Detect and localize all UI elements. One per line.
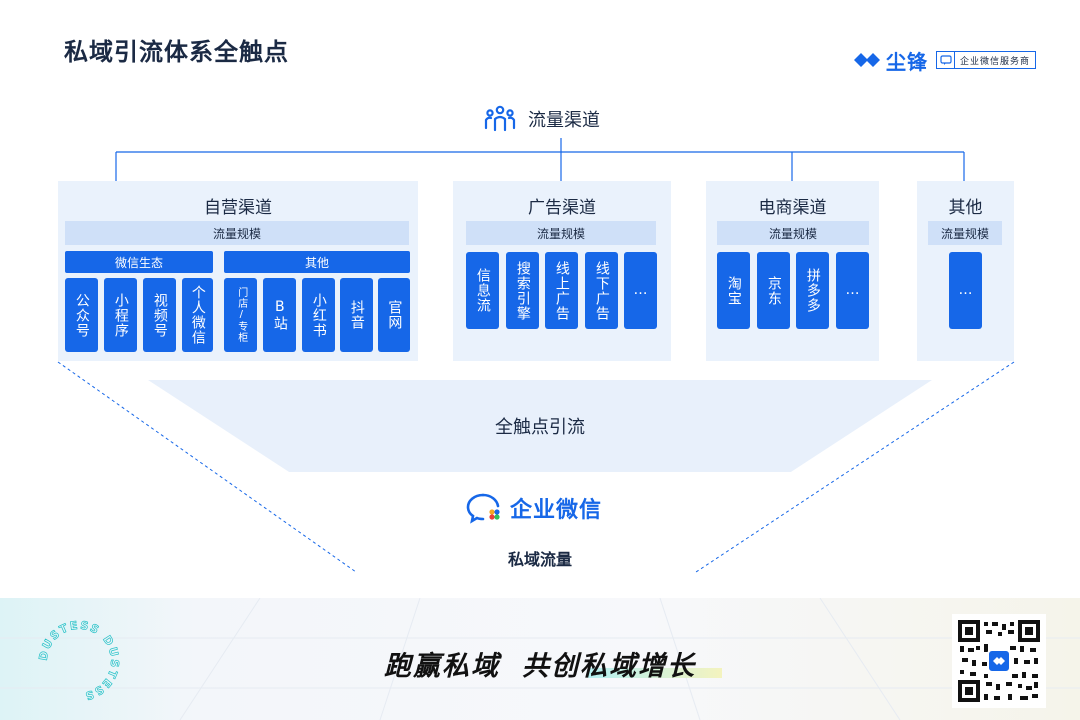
brand-logo: 尘锋 企业微信服务商 — [852, 46, 1037, 74]
service-badge: 企业微信服务商 — [936, 51, 1037, 69]
slogan-part-1: 跑赢私域 — [384, 651, 500, 682]
tile-other-more: … — [949, 252, 982, 329]
badge-text: 企业微信服务商 — [960, 56, 1031, 67]
tile-search-engine: 搜索引擎 — [506, 252, 539, 329]
page-title: 私域引流体系全触点 — [64, 38, 289, 66]
tile-ecom-more: … — [836, 252, 869, 329]
slogan-highlight — [588, 668, 722, 678]
traffic-channels-label: 流量渠道 — [528, 110, 600, 131]
tile-xiaohongshu: 小红书 — [302, 278, 335, 352]
tile-ads-more: … — [624, 252, 657, 329]
tile-taobao: 淘宝 — [717, 252, 750, 329]
wecom-brand: 企业微信 — [466, 492, 602, 524]
tile-pinduoduo: 拼多多 — [796, 252, 829, 329]
private-traffic-label: 私域流量 — [507, 550, 572, 569]
ecom-channel-panel: 电商渠道 流量规模 淘宝 京东 拼多多 … — [706, 181, 879, 361]
tile-channels: 视频号 — [143, 278, 176, 352]
other-scale-bar: 流量规模 — [928, 221, 1002, 245]
wechat-eco-label: 微信生态 — [65, 251, 213, 273]
self-other-label: 其他 — [224, 251, 410, 273]
tile-official-site: 官网 — [378, 278, 410, 352]
funnel-label: 全触点引流 — [495, 417, 585, 438]
brand-name: 尘锋 — [886, 49, 928, 74]
slogan: 跑赢私域共创私域增长 — [0, 644, 1080, 683]
dustess-stamp: DUSTESS DUSTESS — [36, 618, 119, 703]
tile-bilibili: B站 — [263, 278, 296, 352]
tile-personal-wechat: 个人微信 — [182, 278, 213, 352]
funnel-band — [148, 380, 932, 472]
tile-offline-ads: 线下广告 — [585, 252, 618, 329]
ecom-channel-title: 电商渠道 — [758, 198, 827, 218]
footer-band — [0, 598, 1080, 720]
self-channel-panel: 自营渠道 流量规模 微信生态 其他 公众号 小程序 视频号 个人微信 门店/专柜… — [58, 181, 418, 361]
qr-code-icon — [958, 620, 1040, 702]
other-channel-panel: 其他 流量规模 … — [917, 181, 1014, 361]
wecom-icon — [466, 493, 500, 524]
tile-feed-ads: 信息流 — [466, 252, 499, 329]
ads-channel-title: 广告渠道 — [528, 198, 596, 218]
ads-scale-bar: 流量规模 — [466, 221, 656, 245]
footer-grid-decoration — [0, 598, 1080, 720]
tile-mini-program: 小程序 — [104, 278, 137, 352]
wecom-name: 企业微信 — [510, 498, 603, 523]
logo-mark-icon — [854, 53, 880, 67]
tile-store-counter: 门店/专柜 — [224, 278, 257, 352]
tree-connector — [57, 138, 1015, 573]
chat-icon — [937, 52, 955, 68]
slogan-part-2: 共创私域增长 — [522, 651, 696, 682]
ecom-scale-bar: 流量规模 — [717, 221, 869, 245]
tile-online-ads: 线上广告 — [545, 252, 578, 329]
self-channel-title: 自营渠道 — [204, 198, 272, 218]
qr-code[interactable] — [952, 614, 1046, 708]
tile-jd: 京东 — [757, 252, 790, 329]
self-scale-bar: 流量规模 — [65, 221, 409, 245]
tile-official-account: 公众号 — [65, 278, 98, 352]
traffic-channels-header: 流量渠道 — [484, 104, 600, 134]
ads-channel-panel: 广告渠道 流量规模 信息流 搜索引擎 线上广告 线下广告 … — [453, 181, 671, 361]
people-icon — [484, 105, 516, 132]
other-channel-title: 其他 — [948, 198, 983, 218]
tile-douyin: 抖音 — [340, 278, 373, 352]
